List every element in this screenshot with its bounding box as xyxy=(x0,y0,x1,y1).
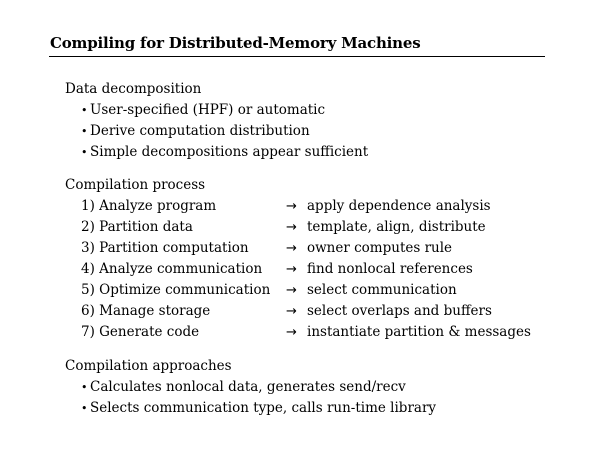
bullet-text: Selects communication type, calls run-ti… xyxy=(90,400,437,416)
process-step: 1) Analyze program → apply dependence an… xyxy=(65,196,491,217)
step-label: 1) Analyze program xyxy=(81,198,217,214)
step-label: 5) Optimize communication xyxy=(81,282,271,298)
section-compilation-approaches: Compilation approaches •Calculates nonlo… xyxy=(65,356,436,419)
process-step: 7) Generate code → instantiate partition… xyxy=(65,322,531,343)
section-heading: Compilation approaches xyxy=(65,358,232,374)
step-label: 4) Analyze communication xyxy=(81,261,263,277)
section-heading: Compilation process xyxy=(65,177,206,193)
right-arrow-icon: → xyxy=(286,241,297,256)
bullet-text: User-specified (HPF) or automatic xyxy=(90,102,326,118)
bullet-item: •Calculates nonlocal data, generates sen… xyxy=(65,377,436,398)
bullet-item: •Simple decompositions appear sufficient xyxy=(65,142,368,163)
right-arrow-icon: → xyxy=(286,283,297,298)
bullet-item: •Selects communication type, calls run-t… xyxy=(65,398,436,419)
process-step: 6) Manage storage → select overlaps and … xyxy=(65,301,492,322)
section-heading: Data decomposition xyxy=(65,81,202,97)
step-label: 7) Generate code xyxy=(81,324,200,340)
right-arrow-icon: → xyxy=(286,325,297,340)
bullet-item: •User-specified (HPF) or automatic xyxy=(65,100,368,121)
section-compilation-process: Compilation process 1) Analyze program →… xyxy=(65,175,531,343)
process-step: 5) Optimize communication → select commu… xyxy=(65,280,457,301)
step-action: find nonlocal references xyxy=(307,261,473,277)
bullet-icon: • xyxy=(81,125,88,138)
bullet-text: Simple decompositions appear sufficient xyxy=(90,144,369,160)
step-action: select overlaps and buffers xyxy=(307,303,492,319)
bullet-text: Derive computation distribution xyxy=(90,123,310,139)
bullet-item: •Derive computation distribution xyxy=(65,121,368,142)
right-arrow-icon: → xyxy=(286,304,297,319)
step-label: 6) Manage storage xyxy=(81,303,211,319)
step-action: template, align, distribute xyxy=(307,219,486,235)
title-underline xyxy=(49,56,545,57)
step-label: 3) Partition computation xyxy=(81,240,249,256)
step-label: 2) Partition data xyxy=(81,219,193,235)
bullet-icon: • xyxy=(81,146,88,159)
right-arrow-icon: → xyxy=(286,199,297,214)
bullet-icon: • xyxy=(81,381,88,394)
right-arrow-icon: → xyxy=(286,220,297,235)
process-step: 3) Partition computation → owner compute… xyxy=(65,238,452,259)
process-step: 4) Analyze communication → find nonlocal… xyxy=(65,259,473,280)
process-step: 2) Partition data → template, align, dis… xyxy=(65,217,486,238)
step-action: owner computes rule xyxy=(307,240,453,256)
bullet-icon: • xyxy=(81,104,88,117)
step-action: apply dependence analysis xyxy=(307,198,491,214)
right-arrow-icon: → xyxy=(286,262,297,277)
section-data-decomposition: Data decomposition •User-specified (HPF)… xyxy=(65,79,368,163)
step-action: instantiate partition & messages xyxy=(307,324,531,340)
step-action: select communication xyxy=(307,282,457,298)
slide-title: Compiling for Distributed-Memory Machine… xyxy=(50,34,421,52)
bullet-text: Calculates nonlocal data, generates send… xyxy=(90,379,406,395)
bullet-icon: • xyxy=(81,402,88,415)
